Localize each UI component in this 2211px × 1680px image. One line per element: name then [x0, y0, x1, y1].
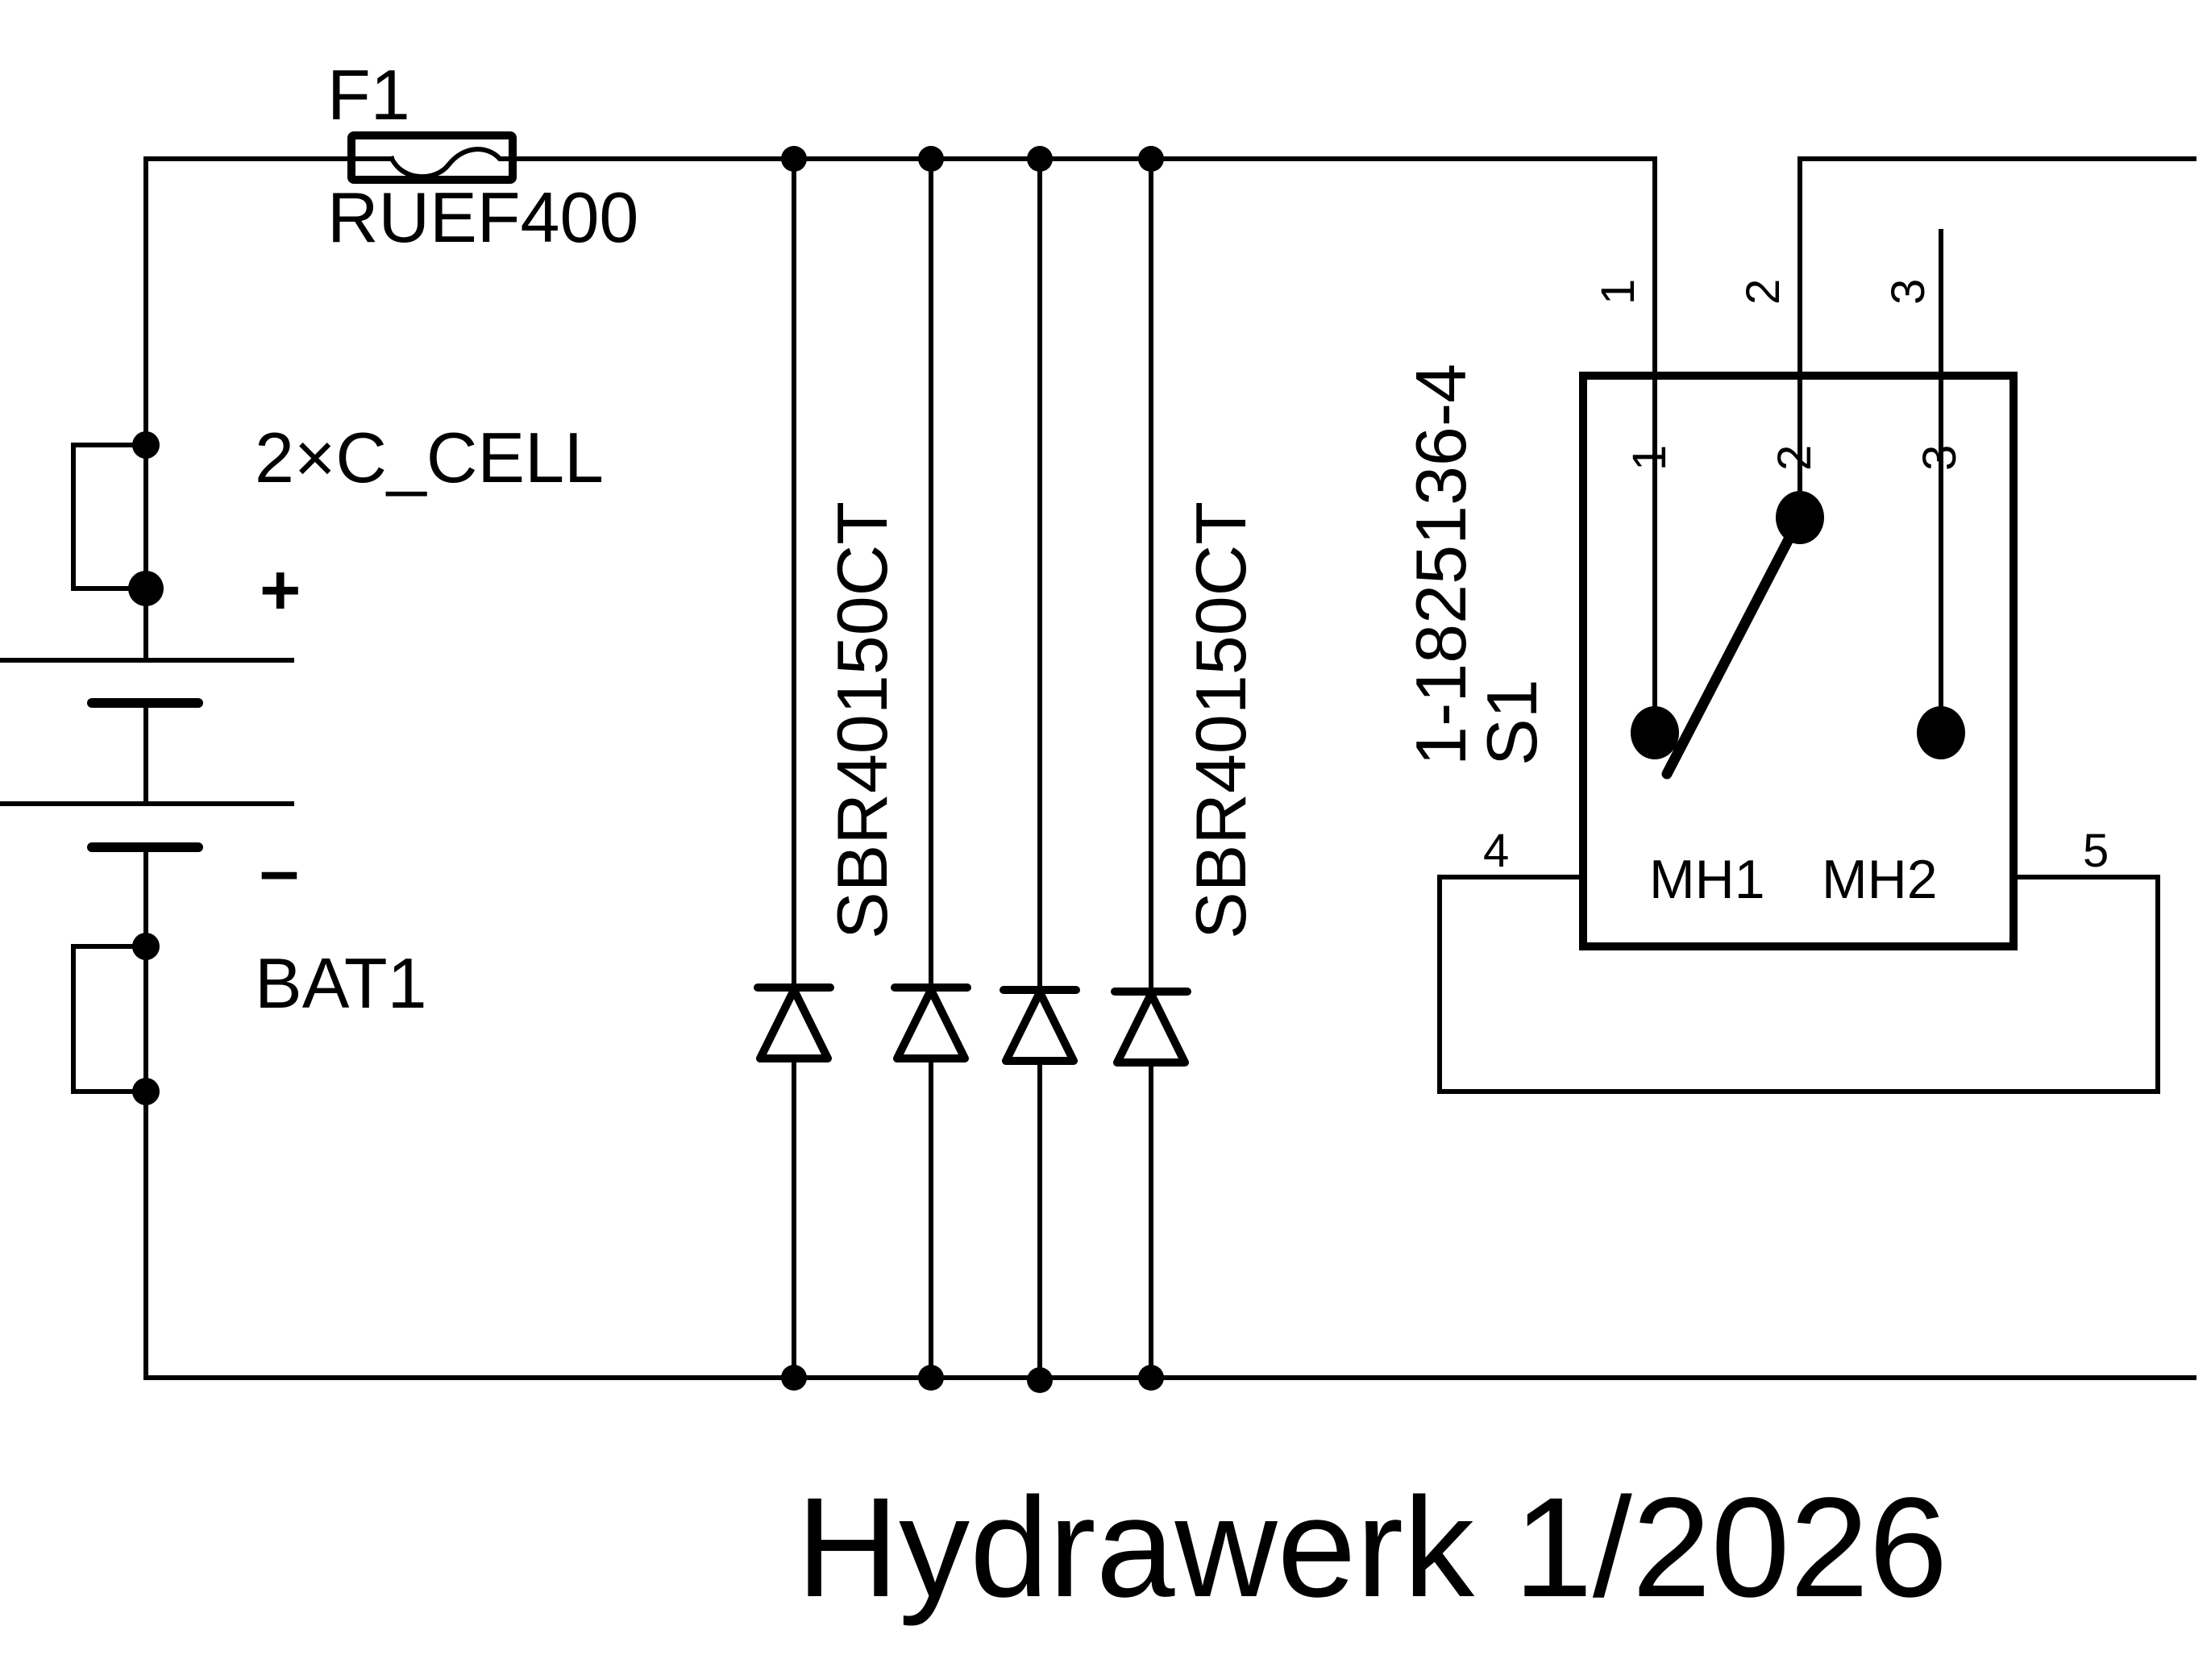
diode-array: SBR40150CT SBR40150CT	[754, 146, 1261, 1393]
switch-pin-label-inner-2: 2	[1768, 445, 1821, 471]
diode-triangle-icon	[1002, 988, 1078, 1065]
battery-minus-sign: –	[260, 830, 299, 910]
switch-mount-hole-1: MH1	[1649, 849, 1765, 910]
junction-dot	[1027, 1367, 1053, 1393]
diode-2[interactable]	[891, 146, 971, 1391]
fuse-value-label: RUEF400	[327, 177, 638, 257]
junction-dot	[128, 571, 164, 606]
switch-mount-pin-5: 5	[2083, 825, 2109, 877]
diode-triangle-icon	[1113, 990, 1189, 1067]
junction-dot	[781, 1365, 807, 1391]
diode-4-value-label: SBR40150CT	[1181, 501, 1261, 939]
diode-1[interactable]	[754, 146, 834, 1391]
switch-pin-label-inner-1: 1	[1623, 445, 1676, 471]
switch-contact-2	[1776, 491, 1824, 544]
junction-dot	[1138, 146, 1164, 172]
switch-pin-label-inner-3: 3	[1914, 445, 1966, 471]
fuse-f1[interactable]: F1 RUEF400	[327, 55, 638, 257]
switch-mount-loop	[1437, 875, 2160, 1094]
switch-value-label: 1-1825136-4	[1401, 364, 1481, 766]
switch-mount-hole-2: MH2	[1822, 849, 1938, 910]
switch-contact-1	[1631, 706, 1679, 759]
junction-dot	[1138, 1365, 1164, 1391]
battery-bat1[interactable]: 2×C_CELL + – BAT1	[0, 418, 604, 1105]
battery-value-label: 2×C_CELL	[255, 418, 604, 497]
diode-triangle-icon	[893, 986, 969, 1062]
junction-dot	[918, 146, 944, 172]
switch-s1[interactable]: 1 2 3 1 2 3 1-1825136-4 S1 4 5 MH1 MH2	[1401, 279, 2160, 1094]
junction-dot	[132, 1078, 160, 1105]
junction-dot	[781, 146, 807, 172]
switch-pin-label-outer-2: 2	[1737, 279, 1789, 305]
junction-dot	[918, 1365, 944, 1391]
wires	[143, 156, 2196, 1380]
switch-lever	[1661, 512, 1806, 780]
switch-mount-pin-4: 4	[1483, 825, 1509, 877]
switch-ref-label: S1	[1472, 679, 1552, 766]
switch-pin-label-outer-3: 3	[1882, 279, 1935, 305]
schematic-title: Hydrawerk 1/2026	[796, 1469, 1947, 1627]
battery-ref-label: BAT1	[255, 943, 427, 1023]
wire-switch-pin2	[1797, 156, 2196, 520]
switch-body	[1579, 372, 2018, 950]
diode-3[interactable]	[1000, 146, 1080, 1393]
battery-loop-top	[71, 443, 148, 591]
fuse-element-icon	[388, 147, 515, 179]
diode-triangle-icon	[756, 986, 832, 1062]
junction-dot	[1027, 146, 1053, 172]
fuse-ref-label: F1	[327, 55, 410, 135]
diode-4[interactable]	[1111, 146, 1191, 1391]
battery-loop-bottom	[71, 944, 148, 1094]
junction-dot	[132, 431, 160, 459]
switch-contact-3	[1917, 706, 1965, 759]
battery-plus-sign: +	[260, 550, 301, 630]
junction-dot	[132, 933, 160, 960]
switch-pin-label-outer-1: 1	[1592, 279, 1644, 305]
diode-1-value-label: SBR40150CT	[822, 501, 902, 939]
